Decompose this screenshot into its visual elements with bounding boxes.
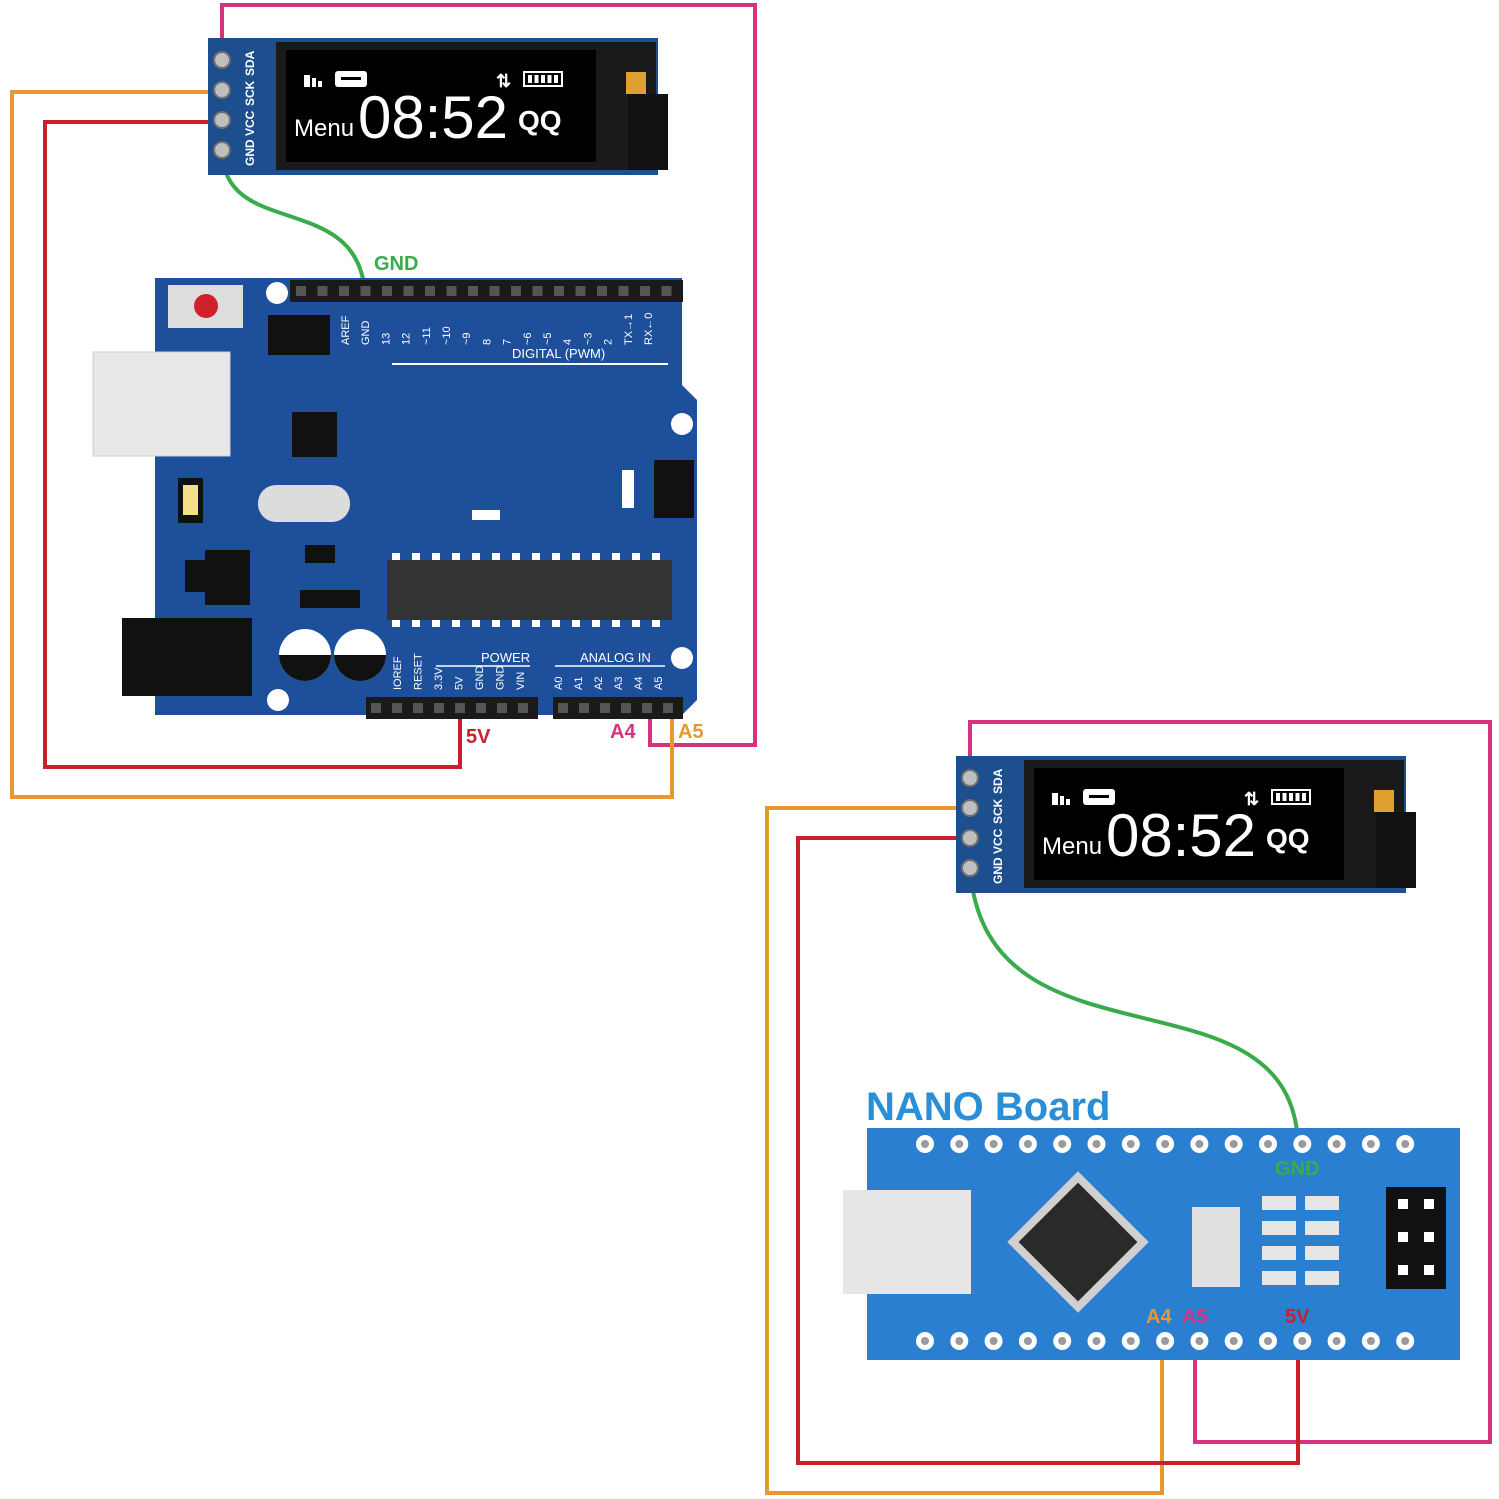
uno-sck-wire <box>10 90 674 799</box>
oled-menu-text: Menu <box>1042 833 1102 860</box>
analog-pin-label-3: A3 <box>613 677 625 690</box>
oled-pin-label-sda: SDA <box>243 50 257 76</box>
analog-header <box>553 697 683 719</box>
oled-pin-label-sda: SDA <box>991 768 1005 794</box>
oled-clock: 08:52 <box>1106 802 1256 869</box>
analog-pin-label-2: A2 <box>593 677 605 690</box>
oled-clock: 08:52 <box>358 84 508 151</box>
analog-pin-label-4: A4 <box>633 677 645 690</box>
crystal <box>258 485 350 522</box>
analog-pin-label-1: A1 <box>573 677 585 690</box>
oled-pin-label-vcc: VCC <box>243 110 257 136</box>
analog-in-label: ANALOG IN <box>580 650 651 665</box>
nano-title: NANO Board <box>866 1085 1110 1129</box>
nano-a5-label: A5 <box>1182 1306 1208 1328</box>
oled-pin-label-vcc: VCC <box>991 828 1005 854</box>
power-pin-label-5: GND <box>495 666 507 691</box>
nano-board <box>843 1128 1460 1360</box>
reset-button-cap <box>194 294 218 318</box>
power-pin-label-3: 5V <box>454 676 466 690</box>
power-pin-label-2: 3.3V <box>433 667 445 690</box>
digital-pin-label-7: 8 <box>481 339 493 345</box>
atmega-chip <box>387 560 672 620</box>
digital-pin-label-0: AREF <box>340 315 352 345</box>
digital-pin-label-14: TX→1 <box>623 314 635 345</box>
nano-vcc-wire <box>796 836 1300 1465</box>
oled-pin-label-sck: SCK <box>243 80 257 106</box>
oled-qq-text: QQ <box>1266 823 1310 854</box>
digital-pin-label-10: ~5 <box>542 332 554 345</box>
digital-pin-label-11: 4 <box>562 339 574 345</box>
digital-pin-label-15: RX←0 <box>643 313 655 345</box>
oled-pin-label-gnd: GND <box>991 857 1005 884</box>
transfer-icon: ⇅ <box>1244 789 1259 809</box>
nano-usb <box>843 1190 971 1294</box>
battery-icon <box>1271 789 1311 805</box>
nano-a4-label: A4 <box>1146 1306 1172 1328</box>
digital-header <box>290 280 683 302</box>
nano-5v-label: 5V <box>1285 1306 1310 1328</box>
signal-icon <box>1052 793 1058 805</box>
power-label: POWER <box>481 650 530 665</box>
uno-vcc-wire <box>43 120 462 769</box>
digital-pin-label-4: ~11 <box>421 327 433 345</box>
uno-5v-label: 5V <box>466 726 491 748</box>
power-pin-label-4: GND <box>474 666 486 691</box>
digital-header-label: DIGITAL (PWM) <box>512 346 605 361</box>
oled-pin-label-sck: SCK <box>991 798 1005 824</box>
signal-icon <box>304 75 310 87</box>
digital-pin-label-9: ~6 <box>522 332 534 345</box>
power-header <box>366 697 538 719</box>
oled-pin-label-gnd: GND <box>243 139 257 166</box>
oled-screen <box>1034 768 1344 880</box>
analog-pin-label-0: A0 <box>553 677 565 690</box>
nano-icsp <box>1386 1187 1446 1289</box>
uno-gnd-wire <box>220 151 367 296</box>
digital-pin-label-6: ~9 <box>461 332 473 345</box>
power-pin-label-1: RESET <box>413 653 425 690</box>
uno-wires <box>10 3 757 799</box>
power-pin-label-6: VIN <box>515 672 527 690</box>
digital-pin-label-2: 13 <box>380 333 392 345</box>
uno-gnd-label: GND <box>374 253 418 275</box>
nano-sda-wire <box>968 720 1492 1444</box>
oled-screen <box>286 50 596 162</box>
usb-jack <box>92 351 231 457</box>
usb-chip <box>292 412 337 457</box>
nano-wires <box>765 720 1492 1495</box>
digital-pin-label-12: ~3 <box>582 332 594 345</box>
uno-a4-label: A4 <box>610 721 636 743</box>
digital-pin-label-3: 12 <box>401 333 413 345</box>
power-pin-label-0: IOREF <box>392 656 404 690</box>
uno-a5-label: A5 <box>678 721 704 743</box>
nano-gnd-wire <box>968 867 1300 1144</box>
oled-qq-text: QQ <box>518 105 562 136</box>
uno-board: AREF GND 13 12 ~11 ~10 ~9 8 7 ~6 ~5 4 ~3 2 TX→1 RX←0 DI… <box>92 278 697 719</box>
digital-pin-label-5: ~10 <box>441 326 453 345</box>
uno-sda-wire <box>220 3 757 747</box>
nano-sck-wire <box>765 806 1164 1495</box>
digital-pin-label-13: 2 <box>603 339 615 345</box>
analog-pin-label-5: A5 <box>653 677 665 690</box>
power-jack <box>122 618 252 696</box>
battery-icon <box>523 71 563 87</box>
digital-pin-label-1: GND <box>360 321 372 346</box>
transfer-icon: ⇅ <box>496 71 511 91</box>
nano-gnd-label: GND <box>1275 1158 1319 1180</box>
oled-menu-text: Menu <box>294 115 354 142</box>
digital-pin-label-8: 7 <box>502 339 514 345</box>
